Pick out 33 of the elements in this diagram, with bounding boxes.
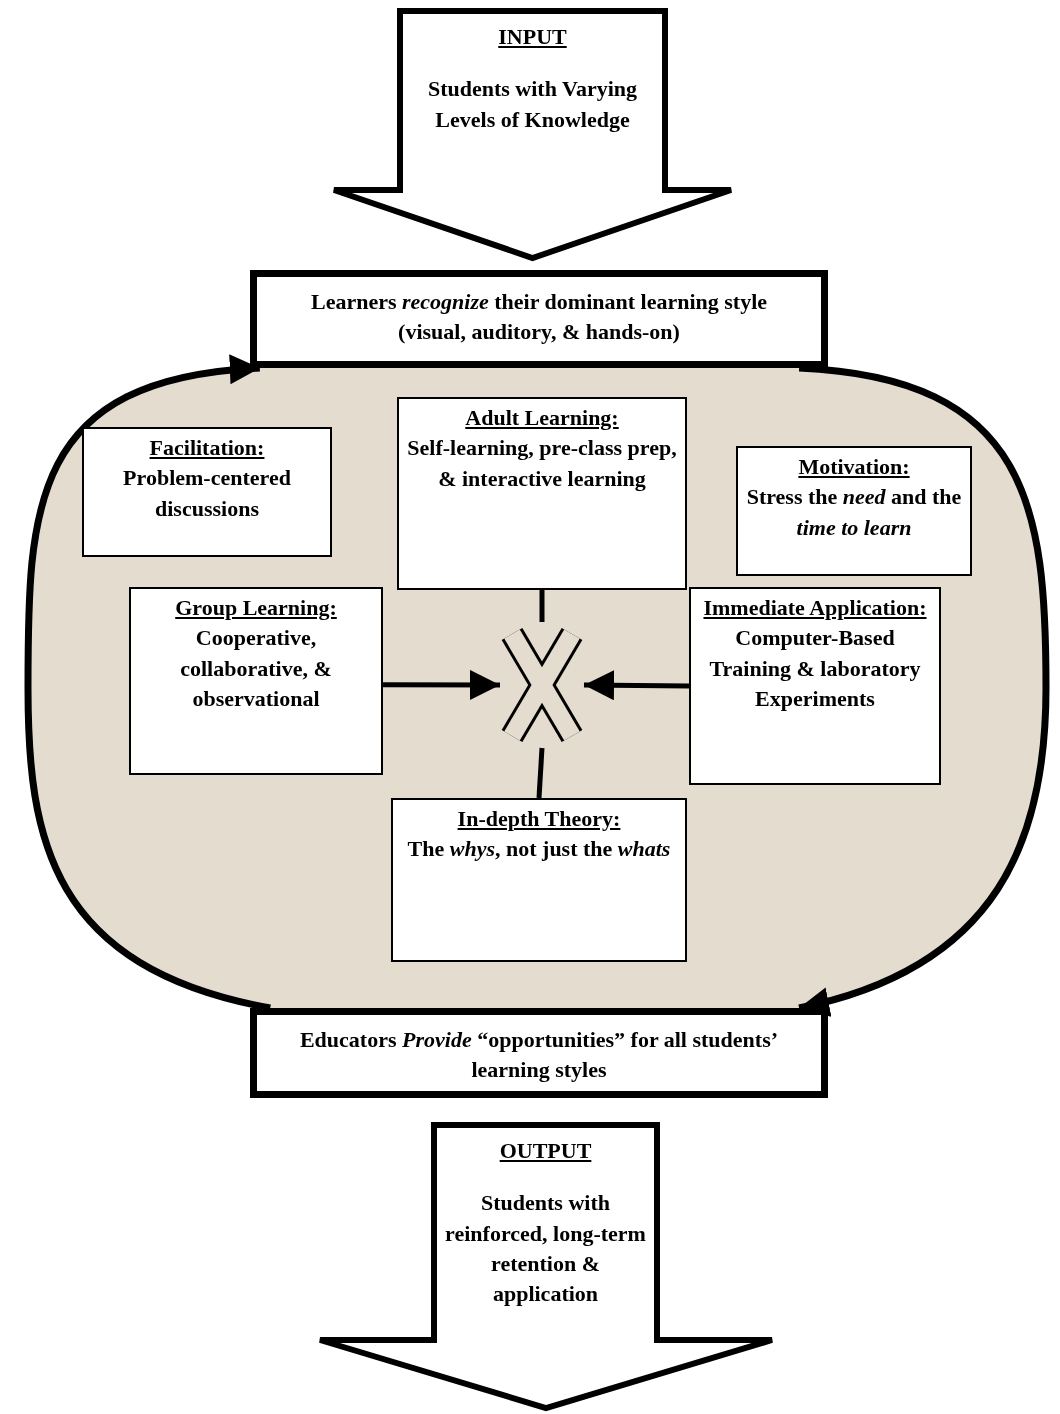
block-arrow bbox=[330, 8, 735, 262]
process-box bbox=[397, 397, 687, 590]
box-text: Problem-centered discussions bbox=[122, 464, 292, 523]
box-text: Computer-Based Training & laboratory Experiments bbox=[708, 624, 922, 714]
box-text: Stress the need and the time to learn bbox=[746, 483, 962, 542]
box-heading: Adult Learning: bbox=[464, 404, 620, 432]
box-heading: OUTPUT bbox=[498, 1137, 593, 1165]
connector-line bbox=[536, 747, 545, 799]
process-box bbox=[129, 587, 383, 775]
box-heading: Facilitation: bbox=[148, 434, 266, 462]
box-text: Cooperative, collaborative, & observational bbox=[179, 624, 333, 714]
box-heading: In-depth Theory: bbox=[456, 805, 622, 833]
arrow bbox=[383, 669, 500, 700]
box-heading: INPUT bbox=[497, 23, 568, 51]
box-text: Self-learning, pre-class prep, & interactive learning bbox=[407, 434, 677, 493]
process-box bbox=[250, 1008, 828, 1098]
process-box bbox=[250, 270, 828, 368]
process-box bbox=[736, 446, 972, 576]
box-text: Educators Provide “opportunities” for all students’ learning styles bbox=[298, 1026, 780, 1085]
box-heading: Immediate Application: bbox=[702, 594, 928, 622]
box-text: The whys, not just the whats bbox=[406, 835, 672, 864]
arrow bbox=[798, 364, 1050, 1016]
box-heading: Group Learning: bbox=[174, 594, 338, 622]
box-heading: Motivation: bbox=[797, 453, 911, 481]
process-box bbox=[689, 587, 941, 785]
process-box bbox=[82, 427, 332, 557]
process-box bbox=[391, 798, 687, 962]
box-text: Students with Varying Levels of Knowledge bbox=[426, 75, 639, 134]
box-text: Learners recognize their dominant learning style (visual, auditory, & hands-on) bbox=[309, 288, 769, 347]
box-text: Students with reinforced, long-term retention & application bbox=[444, 1189, 647, 1309]
connector-line bbox=[539, 590, 545, 622]
block-arrow bbox=[316, 1122, 776, 1412]
arrow bbox=[583, 670, 690, 701]
